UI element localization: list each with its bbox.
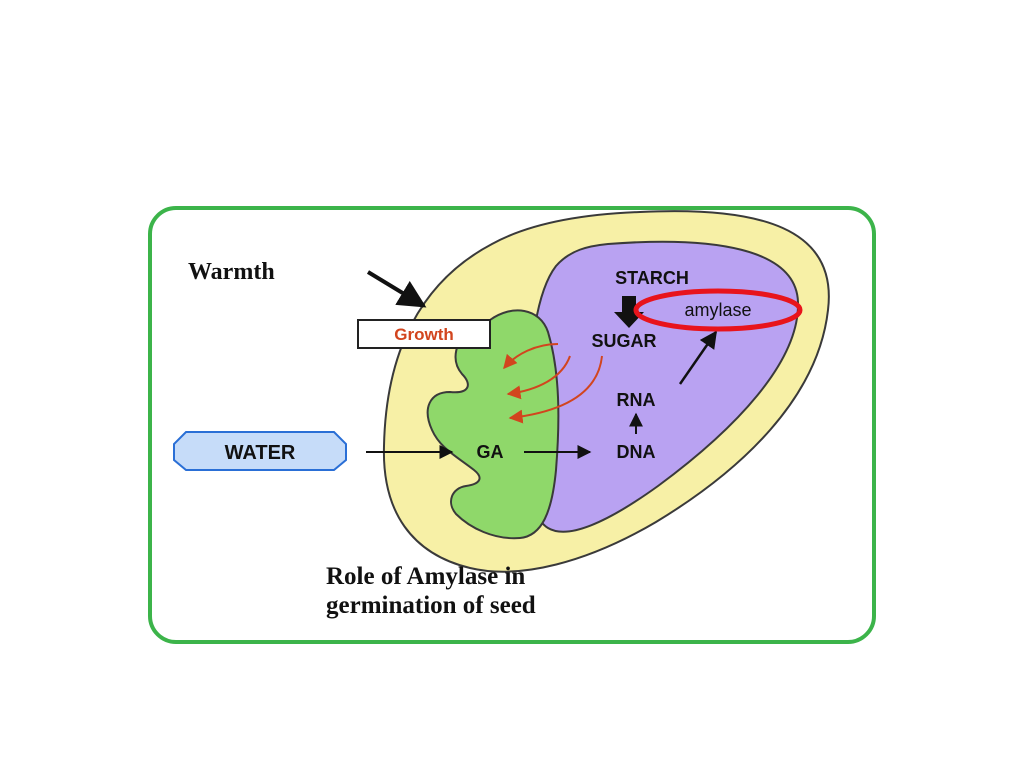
dna-label: DNA [617, 442, 656, 462]
caption-line-2: germination of seed [326, 592, 536, 619]
warmth-label: Warmth [188, 259, 275, 285]
ga-label: GA [477, 442, 504, 462]
endosperm [526, 240, 800, 533]
starch-to-sugar-arrow [614, 296, 644, 328]
sugar-to-embryo-arrow-2 [506, 355, 571, 400]
amylase-highlight-ring [633, 288, 803, 332]
starch-label: STARCH [615, 268, 689, 288]
caption-line-1: Role of Amylase in [326, 563, 525, 590]
sugar-to-embryo-arrow-1 [503, 343, 559, 370]
sugar-label: SUGAR [591, 331, 656, 351]
embryo [426, 309, 560, 540]
sugar-to-embryo-arrow-3 [508, 355, 603, 424]
growth-label: Growth [394, 325, 454, 344]
growth-box [357, 319, 491, 349]
rna-label: RNA [617, 390, 656, 410]
warmth-arrow [366, 270, 427, 308]
amylase-label: amylase [684, 300, 751, 320]
water-octagon [173, 431, 347, 471]
rna-to-amylase-arrow [678, 330, 718, 385]
water-label: WATER [225, 442, 296, 464]
